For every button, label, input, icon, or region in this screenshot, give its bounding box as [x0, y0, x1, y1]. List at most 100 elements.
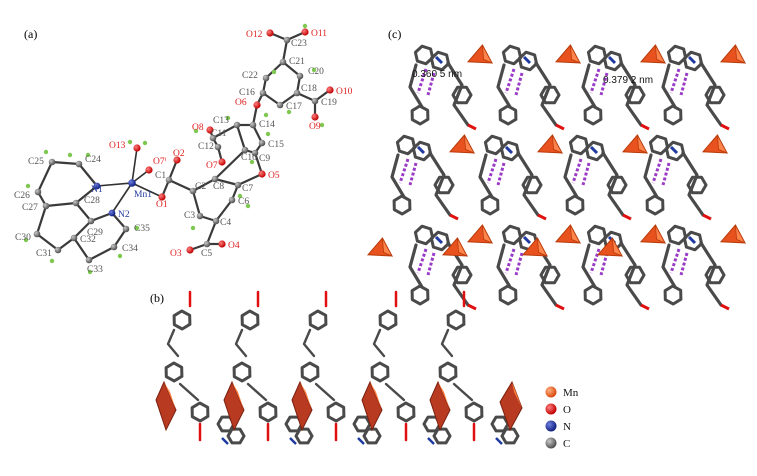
atom-C34 [110, 243, 118, 251]
phenanthroline-ring [586, 44, 608, 66]
bond-C2-C1 [168, 179, 194, 192]
benzene-ring [410, 284, 430, 306]
atom-C33 [85, 256, 93, 264]
carboxyl-oxygen [720, 123, 730, 131]
framework-bond [372, 328, 386, 358]
bond-N1-C24 [78, 163, 98, 187]
framework-bond [581, 63, 597, 109]
panel-a-bonds [35, 30, 331, 261]
atom-label-O10: O10 [336, 87, 353, 97]
framework-bond [408, 63, 424, 109]
hydrogen-atom [245, 203, 251, 209]
atom-O1 [158, 193, 166, 201]
distance-label-2: 0.379 2 nm [603, 75, 653, 86]
atom-C1 [165, 176, 173, 184]
carboxyl-oxygen [467, 123, 477, 131]
element-legend: Mn O N C [545, 386, 579, 450]
framework-bond [496, 63, 512, 109]
atom-label-O12: O12 [246, 30, 263, 40]
bond-Mn1-N2 [111, 182, 133, 214]
bond-C30-C31 [36, 233, 59, 251]
pi-stacking-interaction [416, 68, 428, 94]
atom-label-N1: N1 [91, 185, 103, 195]
atom-N1 [93, 182, 101, 190]
bond-C29-N2 [90, 211, 113, 223]
benzene-ring [624, 265, 646, 285]
ring-nitrogen [687, 55, 697, 65]
mn-polyhedron-face [300, 382, 312, 410]
mn-polyhedron-face [232, 382, 244, 410]
phenanthroline-ring [682, 230, 704, 252]
atom-O7i [145, 166, 153, 174]
framework-bond [314, 382, 336, 402]
panel-label-a: (a) [24, 27, 37, 41]
carboxyl-oxygen [622, 213, 632, 221]
bond-C27-C30 [35, 205, 48, 235]
atom-label-C31: C31 [36, 249, 52, 259]
mn-polyhedron-face [537, 237, 548, 257]
legend-swatch-n [545, 420, 557, 432]
ring-nitrogen [522, 55, 532, 65]
benzene-ring [164, 361, 184, 383]
bond-C7-O5 [237, 173, 263, 186]
framework-bond [446, 61, 470, 127]
atom-C11 [209, 134, 217, 142]
atom-C24 [75, 160, 83, 168]
atom-C9 [251, 149, 259, 157]
atom-C31 [54, 246, 62, 254]
carboxyl-oxygen [702, 213, 712, 221]
bond-C24-C25 [51, 160, 80, 166]
ring-nitrogen [427, 437, 435, 445]
panel-c-pi-stacking [398, 68, 689, 276]
atom-label-O8: O8 [192, 123, 204, 133]
ring-nitrogen [607, 55, 617, 65]
pi-stacking-interaction [599, 72, 609, 96]
hydrogen-atom [127, 139, 133, 145]
pi-stacking-interaction [504, 68, 516, 94]
legend-swatch-o [545, 403, 557, 415]
bond-C13-C11 [212, 124, 238, 139]
atom-label-C30: C30 [15, 233, 31, 243]
atom-label-C17: C17 [286, 102, 302, 112]
atom-O9 [311, 113, 319, 121]
atom-Mn1 [128, 179, 136, 187]
mn-polyhedron [429, 380, 451, 432]
phenanthroline-ring [666, 44, 688, 66]
benzene-ring [624, 85, 646, 105]
atom-label-C20: C20 [308, 67, 324, 77]
atom-C12 [214, 143, 222, 151]
framework-bond [408, 243, 424, 289]
phenanthroline-ring [584, 140, 606, 162]
mn-polyhedron [155, 380, 177, 432]
atom-C18 [293, 89, 301, 97]
mn-polyhedron [499, 380, 523, 432]
carboxyl-oxygen [537, 213, 547, 221]
framework-bond [234, 328, 248, 358]
atom-label-C10: C10 [241, 153, 257, 163]
ring-nitrogen [589, 145, 599, 155]
benzene-ring [392, 194, 412, 216]
benzene-ring [438, 361, 458, 383]
panel-b-framework [164, 290, 520, 445]
mn-polyhedron-face [164, 382, 176, 410]
atom-C16 [259, 89, 267, 97]
atom-O10 [326, 86, 334, 94]
atom-C30 [33, 230, 41, 238]
benzene-ring [704, 85, 726, 105]
bond-C32-C33 [73, 237, 90, 261]
bond-C25-C26 [37, 161, 53, 193]
pi-stacking-interaction [679, 72, 689, 96]
bond-C21-C20 [282, 61, 301, 77]
bond-C8-C7 [214, 177, 239, 187]
benzene-ring [396, 401, 416, 423]
benzene-ring [451, 265, 473, 285]
benzene-ring [410, 104, 430, 126]
framework-bond [601, 151, 625, 217]
legend-label-mn: Mn [563, 387, 579, 399]
benzene-ring [326, 401, 346, 423]
phenanthroline-ring [586, 224, 608, 246]
bond-Mn1-N1 [96, 182, 133, 187]
framework-bond [534, 61, 558, 127]
atom-O4 [218, 240, 226, 248]
benzene-ring [464, 401, 484, 423]
